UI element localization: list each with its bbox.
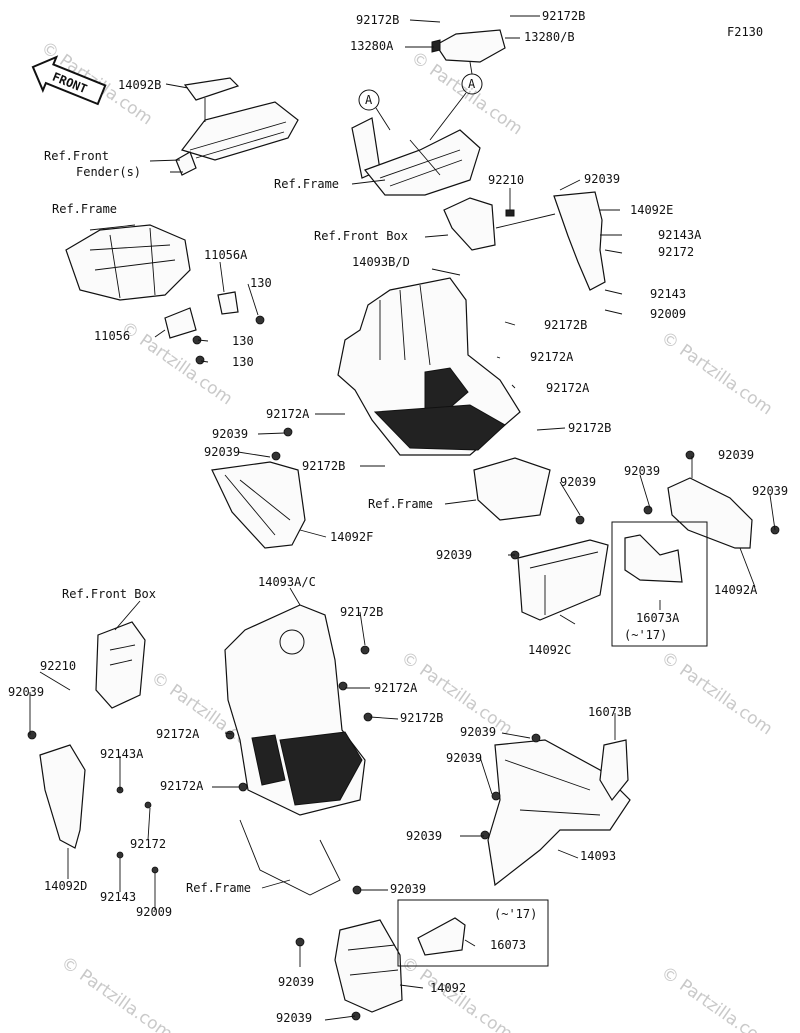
label-130: 130 xyxy=(250,276,272,290)
label-92143: 92143 xyxy=(650,287,686,301)
label-ref-front-fender: Ref.Front xyxy=(44,149,109,163)
label-14093BD: 14093B/D xyxy=(352,255,410,269)
part-14092C xyxy=(510,515,609,621)
label-92143A: 92143A xyxy=(100,747,144,761)
watermark-9: © Partzilla.com xyxy=(57,953,176,1033)
label-92039: 92039 xyxy=(584,172,620,186)
label-16073: 16073 xyxy=(490,938,526,952)
label-11056: 11056 xyxy=(94,329,130,343)
watermark-11: © Partzilla.com xyxy=(657,963,776,1033)
label-92172A: 92172A xyxy=(374,681,418,695)
label-14092A: 14092A xyxy=(714,583,758,597)
label-92039: 92039 xyxy=(204,445,240,459)
label-92009: 92009 xyxy=(650,307,686,321)
label-92172B: 92172B xyxy=(356,13,399,27)
label-92039: 92039 xyxy=(278,975,314,989)
label-14092F: 14092F xyxy=(330,530,373,544)
label-92172B: 92172B xyxy=(568,421,611,435)
part-14092B-assembly xyxy=(175,77,299,176)
label-92172: 92172 xyxy=(658,245,694,259)
part-14092-assembly xyxy=(295,885,549,1021)
label-16073A: 16073A xyxy=(636,611,680,625)
label-92172B: 92172B xyxy=(400,711,443,725)
label-92039: 92039 xyxy=(446,751,482,765)
label-92172A: 92172A xyxy=(160,779,204,793)
label-11056A: 11056A xyxy=(204,248,248,262)
label-92172B: 92172B xyxy=(544,318,587,332)
label-92039: 92039 xyxy=(624,464,660,478)
label-16073B: 16073B xyxy=(588,705,631,719)
label-92172: 92172 xyxy=(130,837,166,851)
part-14093AC-footwell xyxy=(224,604,373,896)
label-92172A: 92172A xyxy=(546,381,590,395)
callout-a-bracket: A xyxy=(468,77,476,91)
label-130: 130 xyxy=(232,355,254,369)
label-14092: 14092 xyxy=(430,981,466,995)
label-92039: 92039 xyxy=(212,427,248,441)
label-92143: 92143 xyxy=(100,890,136,904)
callout-a-frame: A xyxy=(365,93,373,107)
label-92009: 92009 xyxy=(136,905,172,919)
label-92039: 92039 xyxy=(8,685,44,699)
label-13280A: 13280A xyxy=(350,39,394,53)
figure-code: F2130 xyxy=(727,25,763,39)
watermark-8: © Partzilla.com xyxy=(657,648,776,740)
part-14092E-assembly xyxy=(443,191,606,291)
label-130: 130 xyxy=(232,334,254,348)
leader-lines xyxy=(29,15,776,1021)
label-92172A: 92172A xyxy=(266,407,310,421)
label-92172B: 92172B xyxy=(542,9,585,23)
label-ref-frame: Ref.Frame xyxy=(52,202,117,216)
label-ref-front-box: Ref.Front Box xyxy=(314,229,408,243)
frame-top-assembly: A A xyxy=(351,29,506,196)
label-92039: 92039 xyxy=(276,1011,312,1025)
label-14093AC: 14093A/C xyxy=(258,575,316,589)
label-ref-front-fender: Fender(s) xyxy=(76,165,141,179)
label-92143A: 92143A xyxy=(658,228,702,242)
label-14092E: 14092E xyxy=(630,203,673,217)
label-92172A: 92172A xyxy=(156,727,200,741)
part-14092F xyxy=(211,427,306,549)
label-92210: 92210 xyxy=(40,659,76,673)
part-14093-assembly xyxy=(480,733,631,887)
watermark-5: © Partzilla.com xyxy=(657,328,776,420)
label-92039: 92039 xyxy=(752,484,788,498)
label-ref-front-box: Ref.Front Box xyxy=(62,587,156,601)
label-14093: 14093 xyxy=(580,849,616,863)
part-14092D-assembly xyxy=(27,621,159,874)
label-92039: 92039 xyxy=(460,725,496,739)
part-16073A xyxy=(611,521,708,647)
label-until-17: (~'17) xyxy=(624,628,667,642)
part-14093BD-footwell xyxy=(337,277,551,521)
label-ref-frame: Ref.Frame xyxy=(368,497,433,511)
label-92039: 92039 xyxy=(406,829,442,843)
label-92039: 92039 xyxy=(390,882,426,896)
label-92172B: 92172B xyxy=(302,459,345,473)
label-92172A: 92172A xyxy=(530,350,574,364)
label-13280B: 13280/B xyxy=(524,30,575,44)
label-ref-frame: Ref.Frame xyxy=(186,881,251,895)
label-14092B: 14092B xyxy=(118,78,161,92)
label-92210: 92210 xyxy=(488,173,524,187)
part-14092A xyxy=(643,450,780,549)
label-92039: 92039 xyxy=(436,548,472,562)
label-ref-frame: Ref.Frame xyxy=(274,177,339,191)
label-14092C: 14092C xyxy=(528,643,571,657)
label-92039: 92039 xyxy=(718,448,754,462)
frame-left-assembly xyxy=(65,224,265,365)
label-92039: 92039 xyxy=(560,475,596,489)
part-labels: 92172B 92172B 13280A 13280/B 14092B Ref.… xyxy=(8,9,788,1025)
label-92172B: 92172B xyxy=(340,605,383,619)
label-until-17: (~'17) xyxy=(494,907,537,921)
label-14092D: 14092D xyxy=(44,879,87,893)
